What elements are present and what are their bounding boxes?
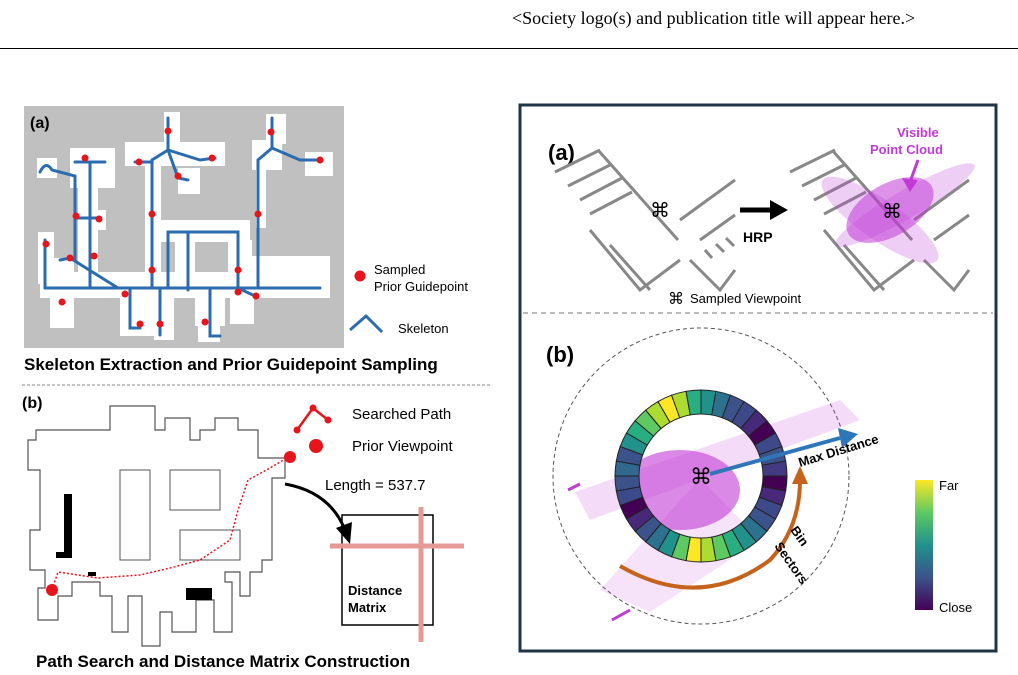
path-legend-label: Searched Path xyxy=(352,406,451,423)
matrix-label-line2: Matrix xyxy=(348,600,387,615)
bin-label-line2: Sectors xyxy=(772,539,812,587)
cloud-pointer-head xyxy=(902,178,918,192)
obstacle-small xyxy=(56,552,72,558)
right-panel-b: (b) ⌘ Max Distance Bin Sectors xyxy=(546,327,972,625)
viewpoint-legend-label: Sampled Viewpoint xyxy=(690,291,801,306)
right-a-label: (a) xyxy=(548,140,575,165)
colorbar-close-label: Close xyxy=(939,600,972,615)
bin-sectors-arrow xyxy=(619,479,802,590)
guidepoint-legend-line1: Sampled xyxy=(374,262,425,277)
cloud-label-line2: Point Cloud xyxy=(870,142,943,157)
center-viewpoint-icon: ⌘ xyxy=(690,464,712,489)
viewpoint-legend-label: Prior Viewpoint xyxy=(352,438,453,455)
bin-sector xyxy=(761,460,788,477)
path-legend-node xyxy=(309,404,317,412)
max-distance-arrow-head xyxy=(838,428,858,448)
publication-header-note: <Society logo(s) and publication title w… xyxy=(512,8,916,28)
obstacle-wall xyxy=(64,494,72,558)
left-panel-a: (a) Sampled Prior Guidepoint Skeleton xyxy=(24,106,468,348)
floor-plan-outline xyxy=(27,405,286,647)
bin-sectors-arrow-head xyxy=(792,466,808,484)
free-space xyxy=(37,112,333,342)
right-panel-a: (a) ⌘ HRP ⌘ Visible Point Cloud ⌘ Sample… xyxy=(548,125,975,308)
length-text: Length = 537.7 xyxy=(325,477,426,494)
path-legend-node-3 xyxy=(324,416,332,424)
viewpoint-icon-before: ⌘ xyxy=(650,200,670,222)
hrp-label: HRP xyxy=(743,229,773,245)
right-figure-frame xyxy=(518,103,998,653)
colorbar-far-label: Far xyxy=(939,478,959,493)
left-a-caption: Skeleton Extraction and Prior Guidepoint… xyxy=(24,355,438,374)
matrix-label-line1: Distance xyxy=(348,583,402,598)
left-a-label: (a) xyxy=(30,115,50,132)
cloud-label-line1: Visible xyxy=(897,125,939,140)
prior-viewpoint-start xyxy=(46,584,58,596)
sampled-guidepoints xyxy=(42,127,324,328)
prior-viewpoint-end xyxy=(284,451,296,463)
header-rule xyxy=(0,48,1018,49)
visible-point-cloud xyxy=(821,163,975,264)
cloud-pointer-arrow xyxy=(908,159,920,183)
bin-sector-ring xyxy=(614,389,788,563)
right-b-label: (b) xyxy=(546,342,574,367)
max-distance-arrow xyxy=(709,436,841,476)
guidepoint-legend-marker xyxy=(354,270,366,282)
obstacle-tiny xyxy=(88,572,96,576)
searched-path xyxy=(51,455,291,591)
length-arrow-head xyxy=(336,522,352,544)
path-legend-node-2 xyxy=(293,426,301,434)
obstacle-block xyxy=(186,588,212,600)
skeleton-legend-label: Skeleton xyxy=(398,321,449,336)
distance-matrix-box xyxy=(341,514,434,626)
hrp-arrow-head xyxy=(770,200,788,220)
guidepoint-legend-line2: Prior Guidepoint xyxy=(374,279,468,294)
viewpoint-legend-marker xyxy=(309,439,323,453)
floor-plan-rooms xyxy=(119,469,241,561)
distance-colorbar xyxy=(915,480,933,610)
skeleton-legend-marker xyxy=(349,313,384,334)
viewpoint-icon-after: ⌘ xyxy=(882,201,902,223)
left-panel-b: (b) Searched Path Prior Viewpoint Length… xyxy=(22,395,464,647)
left-b-caption: Path Search and Distance Matrix Construc… xyxy=(36,652,411,671)
viewpoint-legend-icon: ⌘ xyxy=(668,291,684,308)
building-render-before xyxy=(554,148,737,293)
left-b-label: (b) xyxy=(22,395,42,412)
max-range-circle xyxy=(552,327,850,625)
